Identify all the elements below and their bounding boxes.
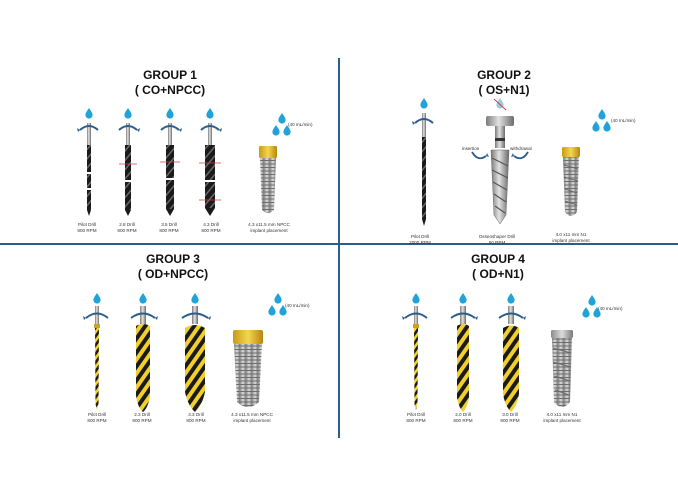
g2-water-drops <box>592 109 611 132</box>
g2-n1-implant <box>562 147 580 216</box>
g3-flow-rate: (40 mL/min) <box>285 303 310 308</box>
g2-crossed-water-icon <box>493 98 507 111</box>
g2-osseoshaper-drill <box>471 116 529 225</box>
group-4-title: GROUP 4 ( OD+N1) <box>471 252 525 281</box>
group-3-title: GROUP 3 ( OD+NPCC) <box>137 252 209 281</box>
g1-pilot-drill <box>77 108 99 216</box>
g2-insertion-label: insertion <box>462 146 480 151</box>
g3-water-drops <box>268 293 287 316</box>
g1-2-8-drill <box>118 108 140 216</box>
g4-water-drops <box>582 295 601 318</box>
g2-withdrawal-label: withdrawal <box>510 146 532 151</box>
g1-water-drops <box>272 113 291 136</box>
group-1-title: GROUP 1 ( CO+NPCC) <box>134 68 206 97</box>
g4-n1-implant <box>551 330 573 407</box>
g2-flow-rate: (40 mL/min) <box>611 118 636 123</box>
g3-3-3-drill <box>181 293 211 412</box>
g3-npcc-implant <box>233 330 263 407</box>
group-2-title: GROUP 2 ( OS+N1) <box>477 68 531 97</box>
g1-flow-rate: (40 mL/min) <box>288 122 313 127</box>
g1-npcc-implant <box>259 146 277 213</box>
g4-2-0-drill <box>450 293 478 412</box>
vertical-divider <box>338 58 340 438</box>
g1-3-5-drill <box>160 108 182 216</box>
g2-pilot-drill <box>412 98 434 226</box>
g3-pilot-drill <box>83 293 109 410</box>
g4-pilot-drill <box>402 293 428 410</box>
g3-2-3-drill <box>130 293 158 412</box>
g4-3-0-drill <box>498 293 526 412</box>
g4-flow-rate: (40 mL/min) <box>598 306 623 311</box>
g1-4-3-drill <box>199 108 222 216</box>
